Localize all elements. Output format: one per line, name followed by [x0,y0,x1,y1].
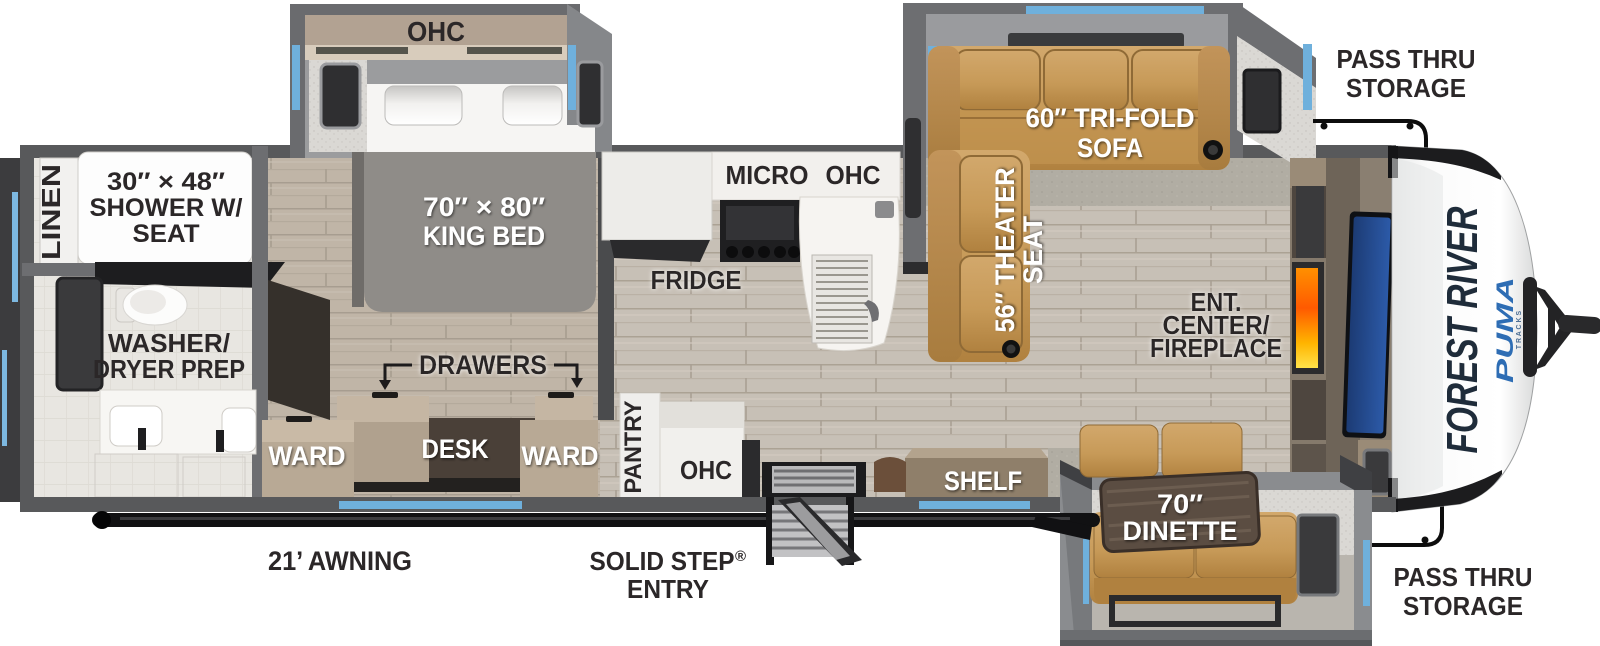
svg-text:ENT.: ENT. [1191,287,1242,317]
svg-text:CENTER/: CENTER/ [1163,310,1270,340]
svg-text:FRIDGE: FRIDGE [651,265,742,295]
svg-text:LINEN: LINEN [36,164,66,260]
svg-text:DRAWERS: DRAWERS [419,350,547,380]
svg-text:OHC: OHC [826,160,881,190]
svg-text:DRYER PREP: DRYER PREP [93,354,245,384]
svg-text:STORAGE: STORAGE [1346,73,1466,103]
svg-text:®: ® [735,548,746,565]
svg-text:WASHER/: WASHER/ [108,328,230,358]
svg-text:60″ TRI-FOLD: 60″ TRI-FOLD [1026,103,1195,133]
svg-text:PASS THRU: PASS THRU [1394,562,1533,592]
svg-text:DINETTE: DINETTE [1123,516,1238,546]
svg-text:STORAGE: STORAGE [1403,591,1523,621]
svg-text:PANTRY: PANTRY [620,401,647,494]
svg-text:21’ AWNING: 21’ AWNING [268,546,412,576]
svg-text:WARD: WARD [522,441,599,471]
svg-text:SEAT: SEAT [1018,216,1048,284]
svg-text:PUMA: PUMA [1492,277,1519,383]
svg-text:SOLID STEP: SOLID STEP [590,546,735,576]
svg-text:WARD: WARD [269,441,346,471]
svg-text:SOFA: SOFA [1077,133,1143,163]
svg-text:SHELF: SHELF [944,466,1022,496]
svg-text:DESK: DESK [422,434,489,464]
svg-text:FOREST RIVER: FOREST RIVER [1438,206,1487,453]
svg-text:70″: 70″ [1157,489,1203,519]
svg-text:T R A C K S: T R A C K S [1516,310,1523,349]
svg-text:KING BED: KING BED [423,221,545,251]
svg-text:70″ × 80″: 70″ × 80″ [423,192,545,222]
svg-text:PASS THRU: PASS THRU [1337,44,1476,74]
svg-text:30″ × 48″: 30″ × 48″ [107,168,225,196]
svg-text:56″ THEATER: 56″ THEATER [990,168,1020,333]
svg-text:OHC: OHC [407,16,465,47]
svg-text:SHOWER W/: SHOWER W/ [90,194,243,222]
svg-text:ENTRY: ENTRY [627,574,709,604]
svg-text:SEAT: SEAT [133,220,200,248]
svg-text:MICRO: MICRO [726,160,809,190]
svg-text:OHC: OHC [680,455,732,485]
svg-text:FIREPLACE: FIREPLACE [1150,333,1282,363]
